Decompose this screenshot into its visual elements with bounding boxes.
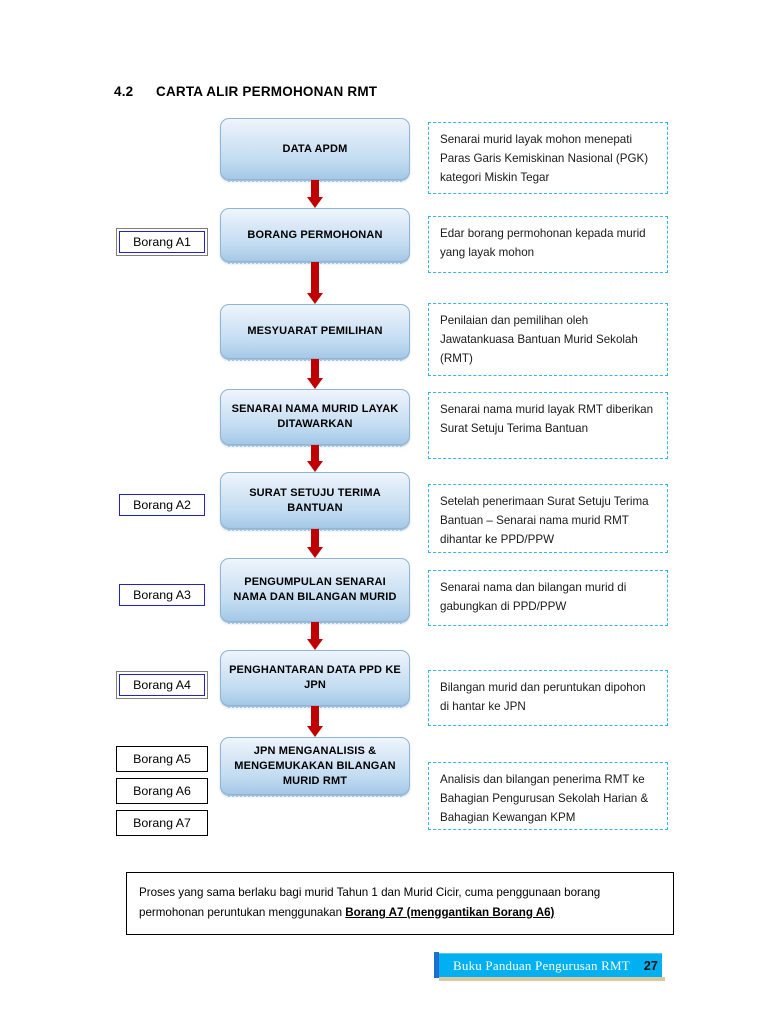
flow-step-penghantaran-data[interactable]: PENGHANTARAN DATA PPD KE JPN xyxy=(220,650,410,708)
flow-arrow-2 xyxy=(220,262,410,304)
note-text: Edar borang permohonan kepada murid yang… xyxy=(440,227,646,259)
arrow-shaft xyxy=(311,180,319,199)
note-box-pengumpulan-senarai: Senarai nama dan bilangan murid di gabun… xyxy=(428,570,668,626)
footer-banner: Buku Panduan Pengurusan RMT 27 xyxy=(434,952,665,981)
flow-step-surat-setuju-terima[interactable]: SURAT SETUJU TERIMA BANTUAN xyxy=(220,472,410,531)
arrow-head-icon xyxy=(307,726,323,737)
note-text: Setelah penerimaan Surat Setuju Terima B… xyxy=(440,495,649,546)
flow-step-pengumpulan-senarai[interactable]: PENGUMPULAN SENARAI NAMA DAN BILANGAN MU… xyxy=(220,558,410,624)
page-title-text: CARTA ALIR PERMOHONAN RMT xyxy=(156,84,378,99)
arrow-head-icon xyxy=(307,378,323,389)
arrow-head-icon xyxy=(307,197,323,208)
borang-tag-label: Borang A3 xyxy=(119,584,205,606)
flow-arrow-1 xyxy=(220,180,410,208)
note-box-penghantaran-data: Bilangan murid dan peruntukan dipohon di… xyxy=(428,670,668,726)
note-text: Penilaian dan pemilihan oleh Jawatankuas… xyxy=(440,314,638,365)
note-text: Senarai nama murid layak RMT diberikan S… xyxy=(440,403,654,435)
borang-tag-a2[interactable]: Borang A2 xyxy=(116,491,208,519)
arrow-shaft xyxy=(311,262,319,295)
footnote-emphasis: Borang A7 (menggantikan Borang A6) xyxy=(345,906,555,919)
flow-step-label: BORANG PERMOHONAN xyxy=(247,228,383,241)
borang-tag-a3[interactable]: Borang A3 xyxy=(116,581,208,609)
flow-step-mesyuarat-pemilihan[interactable]: MESYUARAT PEMILIHAN xyxy=(220,304,410,361)
flow-step-label: DATA APDM xyxy=(282,142,348,155)
note-text: Bilangan murid dan peruntukan dipohon di… xyxy=(440,681,646,713)
flow-arrow-7 xyxy=(220,706,410,737)
arrow-shaft xyxy=(311,622,319,641)
flow-arrow-6 xyxy=(220,622,410,650)
arrow-head-icon xyxy=(307,461,323,472)
arrow-head-icon xyxy=(307,293,323,304)
note-text: Senarai murid layak mohon menepati Paras… xyxy=(440,133,649,184)
borang-tag-label: Borang A2 xyxy=(119,494,205,516)
flow-step-label: JPN MENGANALISIS & MENGEMUKAKAN BILANGAN… xyxy=(234,744,396,787)
note-box-data-apdm: Senarai murid layak mohon menepati Paras… xyxy=(428,122,668,194)
footnote-box: Proses yang sama berlaku bagi murid Tahu… xyxy=(126,872,674,935)
footnote-text: Proses yang sama berlaku bagi murid Tahu… xyxy=(139,886,601,919)
arrow-shaft xyxy=(311,529,319,549)
flowchart: DATA APDM BORANG PERMOHONAN MESYUARAT PE… xyxy=(220,118,410,797)
arrow-head-icon xyxy=(307,547,323,558)
note-box-senarai-nama-murid: Senarai nama murid layak RMT diberikan S… xyxy=(428,392,668,459)
flow-step-label: MESYUARAT PEMILIHAN xyxy=(247,325,383,337)
note-text: Analisis dan bilangan penerima RMT ke Ba… xyxy=(440,773,649,824)
flow-step-label: PENGHANTARAN DATA PPD KE JPN xyxy=(229,664,401,691)
flow-step-jpn-menganalisis[interactable]: JPN MENGANALISIS & MENGEMUKAKAN BILANGAN… xyxy=(220,737,410,797)
borang-tag-a4[interactable]: Borang A4 xyxy=(116,671,208,699)
flow-arrow-3 xyxy=(220,359,410,389)
note-box-borang-permohonan: Edar borang permohonan kepada murid yang… xyxy=(428,216,668,273)
arrow-shaft xyxy=(311,445,319,463)
flow-step-label: PENGUMPULAN SENARAI NAMA DAN BILANGAN MU… xyxy=(233,576,397,603)
note-text: Senarai nama dan bilangan murid di gabun… xyxy=(440,581,627,613)
borang-tag-a5[interactable]: Borang A5 xyxy=(116,746,208,772)
flow-arrow-5 xyxy=(220,529,410,558)
footer-page-number: 27 xyxy=(643,958,658,973)
footer-title: Buku Panduan Pengurusan RMT xyxy=(453,957,630,973)
arrow-shaft xyxy=(311,706,319,728)
note-box-mesyuarat-pemilihan: Penilaian dan pemilihan oleh Jawatankuas… xyxy=(428,303,668,376)
flow-step-borang-permohonan[interactable]: BORANG PERMOHONAN xyxy=(220,208,410,264)
arrow-head-icon xyxy=(307,639,323,650)
note-box-jpn-menganalisis: Analisis dan bilangan penerima RMT ke Ba… xyxy=(428,762,668,830)
flow-step-data-apdm[interactable]: DATA APDM xyxy=(220,118,410,182)
flow-step-label: SURAT SETUJU TERIMA BANTUAN xyxy=(249,486,381,514)
arrow-shaft xyxy=(311,359,319,380)
flow-step-senarai-nama-murid[interactable]: SENARAI NAMA MURID LAYAK DITAWARKAN xyxy=(220,389,410,447)
note-box-surat-setuju-terima: Setelah penerimaan Surat Setuju Terima B… xyxy=(428,484,668,553)
borang-tag-label: Borang A1 xyxy=(119,231,205,253)
page-title: 4.2 CARTA ALIR PERMOHONAN RMT xyxy=(114,84,377,99)
page-title-number: 4.2 xyxy=(114,84,134,99)
footer-accent-bar xyxy=(434,952,439,978)
flow-step-label: SENARAI NAMA MURID LAYAK DITAWARKAN xyxy=(231,403,399,430)
borang-tag-a6[interactable]: Borang A6 xyxy=(116,778,208,804)
borang-tag-label: Borang A4 xyxy=(119,674,205,696)
flow-arrow-4 xyxy=(220,445,410,472)
borang-tag-a7[interactable]: Borang A7 xyxy=(116,810,208,836)
borang-tag-a1[interactable]: Borang A1 xyxy=(116,228,208,256)
